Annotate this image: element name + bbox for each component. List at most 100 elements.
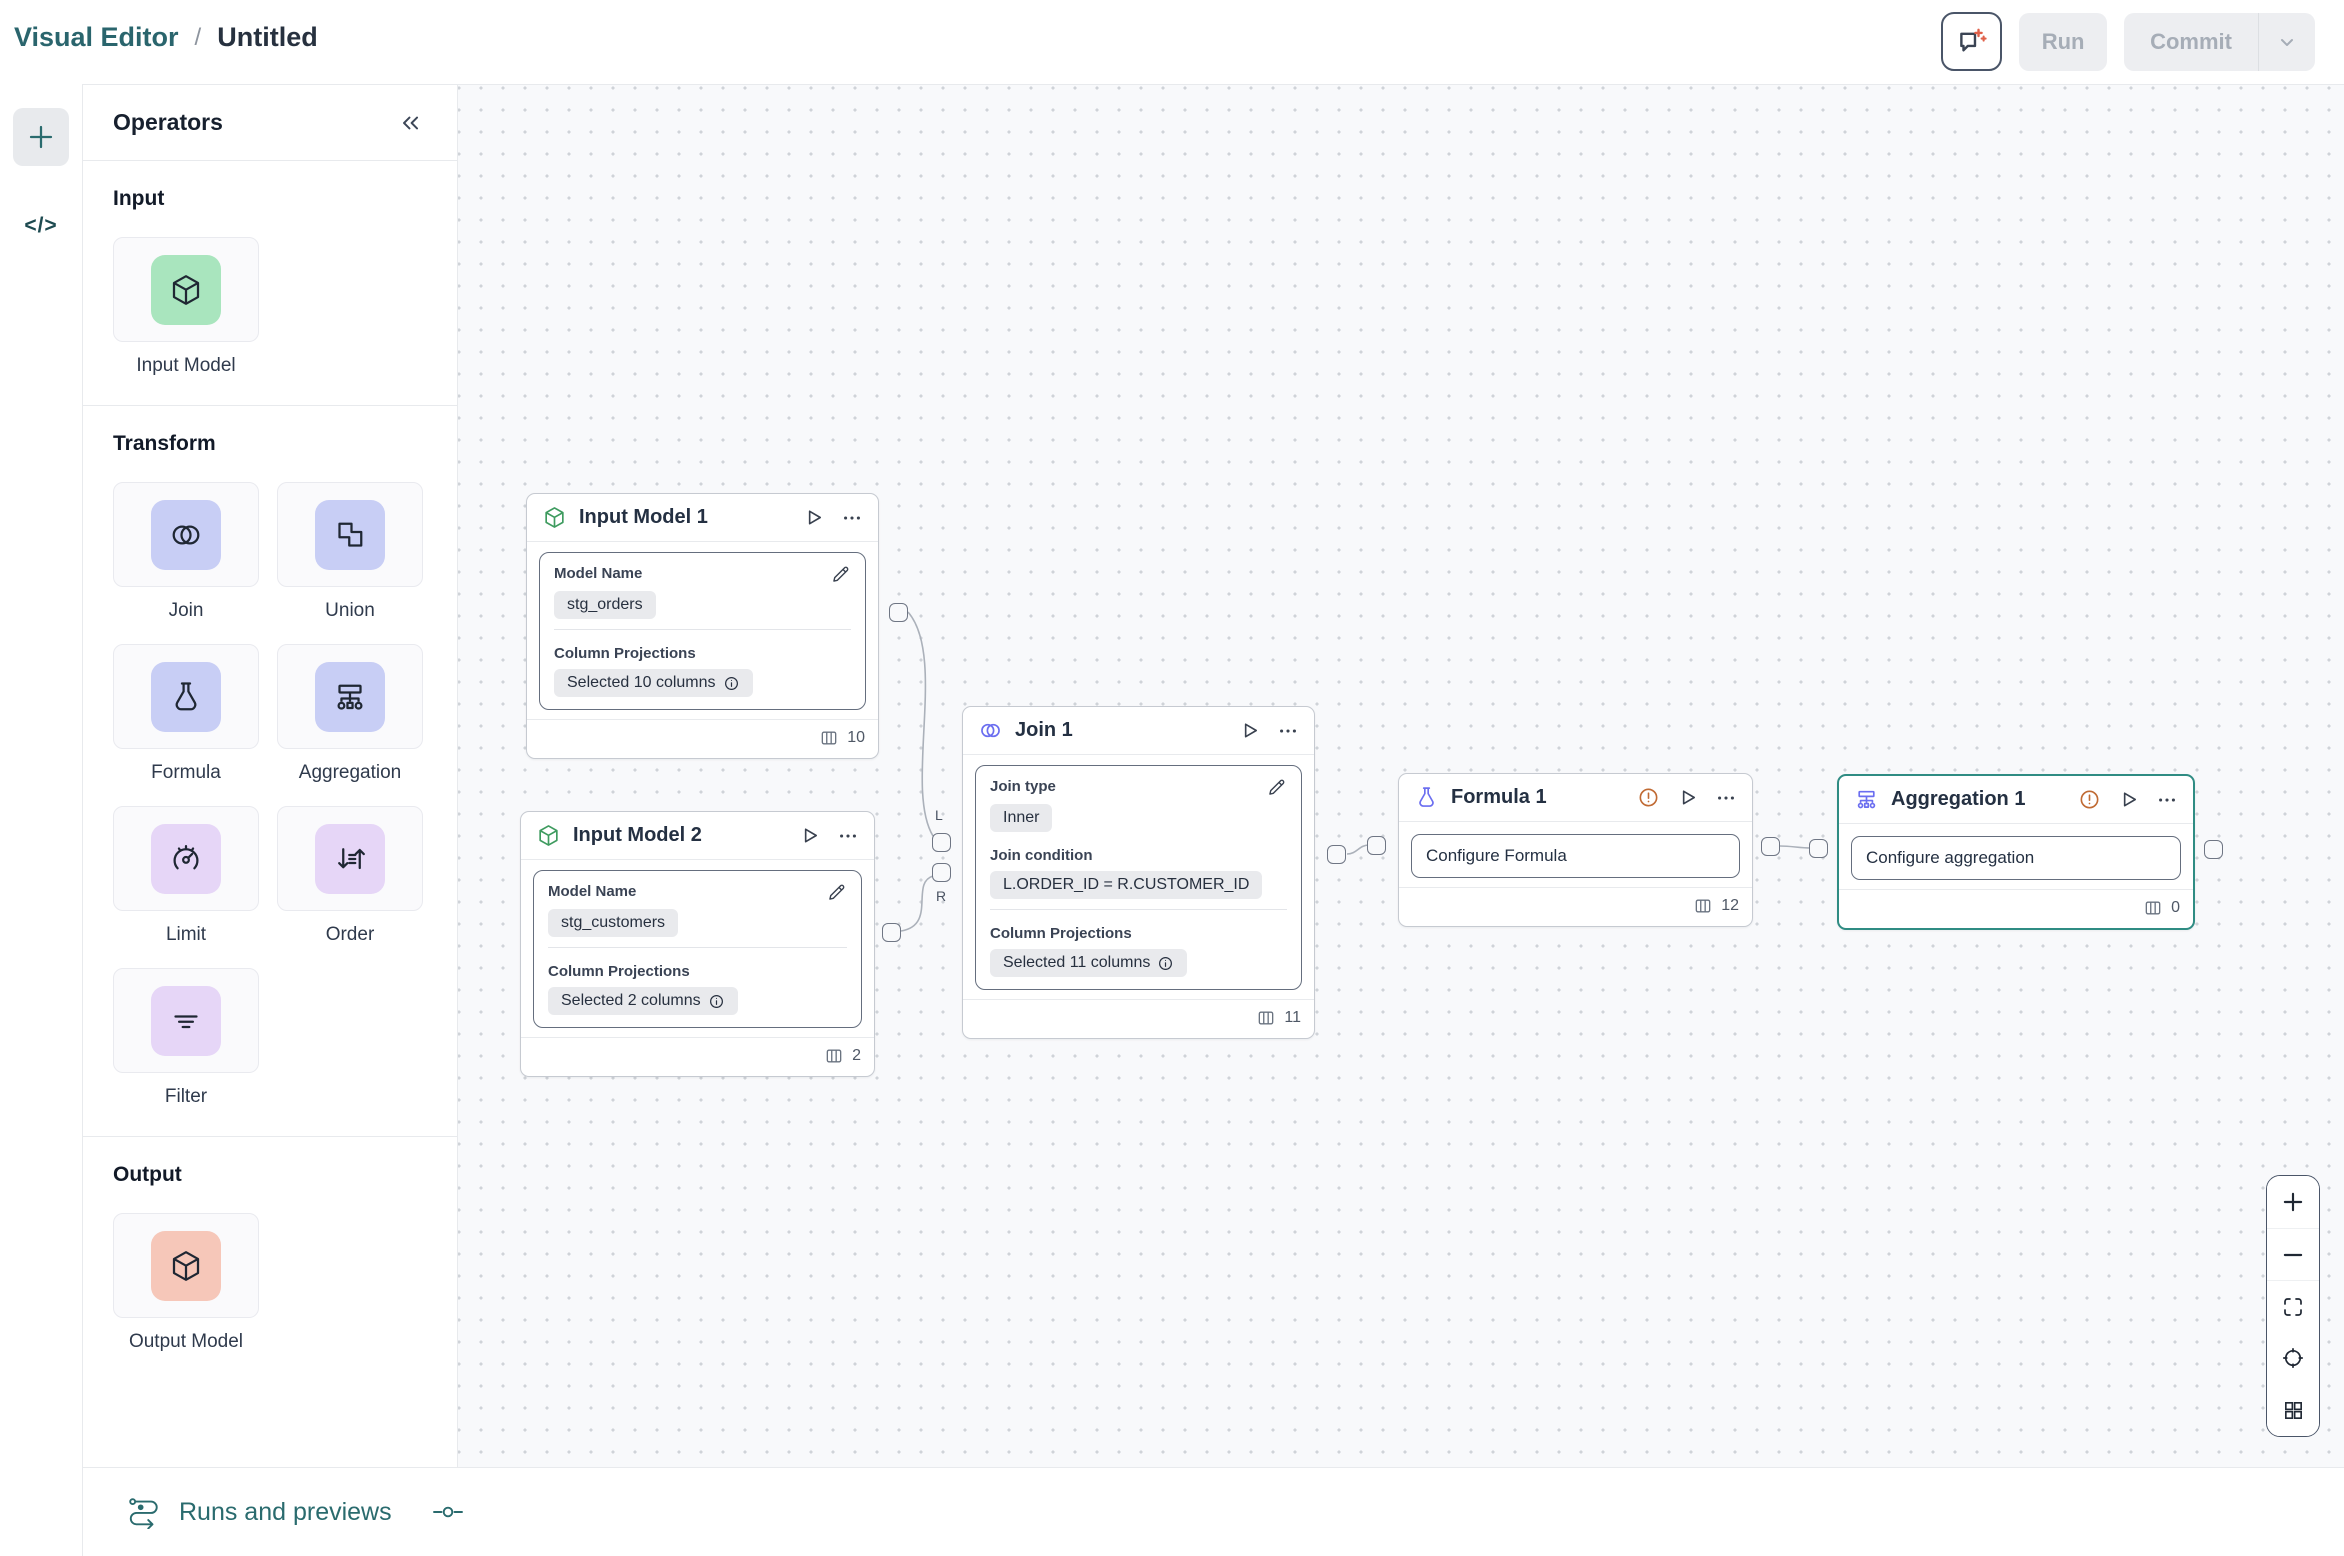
- model-name-chip[interactable]: stg_customers: [548, 909, 679, 937]
- zoom-in-button[interactable]: [2267, 1176, 2319, 1228]
- breadcrumb: Visual Editor / Untitled: [14, 22, 318, 53]
- output-port-formula[interactable]: [1761, 837, 1780, 856]
- edit-pencil-icon[interactable]: [1266, 777, 1287, 798]
- columns-icon: [2143, 898, 2163, 918]
- breadcrumb-app-link[interactable]: Visual Editor: [14, 22, 179, 52]
- join-type-chip[interactable]: Inner: [990, 804, 1053, 832]
- field-label: Model Name: [554, 565, 643, 582]
- join-left-port-label: L: [935, 807, 943, 823]
- operator-tile: [113, 806, 259, 911]
- more-options-icon[interactable]: [1277, 720, 1299, 742]
- operator-tile: [277, 482, 423, 587]
- node-header: Aggregation 1: [1839, 776, 2193, 824]
- node-formula-1[interactable]: Formula 1 Configure Formula 12: [1398, 773, 1753, 927]
- collapse-panel-icon[interactable]: [397, 110, 423, 136]
- more-options-icon[interactable]: [841, 507, 863, 529]
- play-icon[interactable]: [2117, 788, 2140, 811]
- operator-limit[interactable]: Limit: [113, 806, 259, 946]
- operator-label: Output Model: [128, 1331, 244, 1352]
- operator-tile: [113, 1213, 259, 1318]
- join-condition-chip[interactable]: L.ORDER_ID = R.CUSTOMER_ID: [990, 871, 1263, 899]
- code-view-button[interactable]: </>: [19, 214, 63, 238]
- commit-button-label[interactable]: Commit: [2150, 28, 2232, 54]
- column-projections-chip[interactable]: Selected 11 columns: [990, 949, 1188, 977]
- node-input-model-2[interactable]: Input Model 2 Model Name stg_customers C…: [520, 811, 875, 1077]
- output-port-input-model-2[interactable]: [882, 923, 901, 942]
- configure-aggregation-button[interactable]: Configure aggregation: [1851, 836, 2181, 880]
- column-projections-chip[interactable]: Selected 2 columns: [548, 987, 738, 1015]
- pipeline-flow-icon: [127, 1495, 161, 1529]
- column-count: 10: [847, 729, 865, 746]
- center-view-button[interactable]: [2267, 1332, 2319, 1384]
- columns-icon: [819, 728, 839, 748]
- operators-section-transform: Transform Join: [83, 406, 457, 1137]
- minus-icon: [2283, 1253, 2303, 1256]
- operator-formula[interactable]: Formula: [113, 644, 259, 784]
- operator-tile: [277, 644, 423, 749]
- operator-order[interactable]: Order: [277, 806, 423, 946]
- git-commit-icon[interactable]: [432, 1503, 464, 1521]
- node-input-model-1[interactable]: Input Model 1 Model Name stg_orders Colu…: [526, 493, 879, 759]
- operator-tile: [113, 237, 259, 342]
- operator-aggregation[interactable]: Aggregation: [277, 644, 423, 784]
- node-footer: 11: [963, 999, 1314, 1038]
- operator-label: Formula: [151, 762, 221, 783]
- column-projections-chip[interactable]: Selected 10 columns: [554, 669, 753, 697]
- output-port-input-model-1[interactable]: [889, 603, 908, 622]
- node-config-card: Model Name stg_customers Column Projecti…: [533, 870, 862, 1028]
- input-port-aggregation[interactable]: [1809, 839, 1828, 858]
- more-options-icon[interactable]: [2156, 789, 2178, 811]
- runs-and-previews-button[interactable]: Runs and previews: [127, 1495, 392, 1529]
- play-icon[interactable]: [1238, 719, 1261, 742]
- minimap-button[interactable]: [2267, 1384, 2319, 1436]
- input-port-formula[interactable]: [1367, 836, 1386, 855]
- operator-output-model[interactable]: Output Model: [113, 1213, 259, 1353]
- add-operator-button[interactable]: [13, 108, 69, 166]
- operator-label: Order: [325, 924, 375, 945]
- more-options-icon[interactable]: [837, 825, 859, 847]
- canvas[interactable]: Input Model 1 Model Name stg_orders Colu…: [458, 84, 2344, 1467]
- operator-tile: [277, 806, 423, 911]
- cube-icon: [542, 505, 567, 530]
- output-port-aggregation[interactable]: [2204, 840, 2223, 859]
- warning-icon: [1637, 786, 1660, 809]
- more-options-icon[interactable]: [1715, 787, 1737, 809]
- operators-panel: Operators Input Input Model Transform: [83, 84, 458, 1467]
- target-icon: [2282, 1347, 2304, 1369]
- play-icon[interactable]: [1676, 786, 1699, 809]
- zoom-out-button[interactable]: [2267, 1228, 2319, 1280]
- edit-pencil-icon[interactable]: [830, 564, 851, 585]
- play-icon[interactable]: [802, 506, 825, 529]
- grid-icon: [2284, 1401, 2302, 1419]
- node-join-1[interactable]: Join 1 Join type Inner Join condition L.…: [962, 706, 1315, 1039]
- columns-icon: [824, 1046, 844, 1066]
- play-icon[interactable]: [798, 824, 821, 847]
- configure-formula-button[interactable]: Configure Formula: [1411, 834, 1740, 878]
- runs-and-previews-label: Runs and previews: [179, 1497, 392, 1526]
- cube-icon: [151, 254, 221, 325]
- output-port-join[interactable]: [1327, 845, 1346, 864]
- field-label: Column Projections: [554, 645, 696, 662]
- fit-view-button[interactable]: [2267, 1280, 2319, 1332]
- field-label: Join type: [990, 778, 1056, 795]
- operator-filter[interactable]: Filter: [113, 968, 259, 1108]
- input-port-join-right[interactable]: [932, 863, 951, 882]
- chevron-down-icon[interactable]: [2259, 13, 2315, 71]
- ai-assistant-button[interactable]: [1941, 12, 2003, 71]
- plus-icon: [2283, 1192, 2303, 1212]
- operator-input-model[interactable]: Input Model: [113, 237, 259, 377]
- input-port-join-left[interactable]: [932, 833, 951, 852]
- operator-join[interactable]: Join: [113, 482, 259, 622]
- node-aggregation-1[interactable]: Aggregation 1 Configure aggregation 0: [1837, 774, 2195, 930]
- edit-pencil-icon[interactable]: [826, 882, 847, 903]
- run-button[interactable]: Run: [2019, 12, 2108, 71]
- node-footer: 10: [527, 719, 878, 758]
- page-title[interactable]: Untitled: [217, 22, 318, 52]
- operator-union[interactable]: Union: [277, 482, 423, 622]
- flask-icon: [1414, 785, 1439, 810]
- commit-button[interactable]: Commit: [2124, 12, 2315, 71]
- filter-lines-icon: [151, 985, 221, 1056]
- model-name-chip[interactable]: stg_orders: [554, 591, 656, 619]
- operator-label: Union: [325, 600, 375, 621]
- node-header: Input Model 2: [521, 812, 874, 860]
